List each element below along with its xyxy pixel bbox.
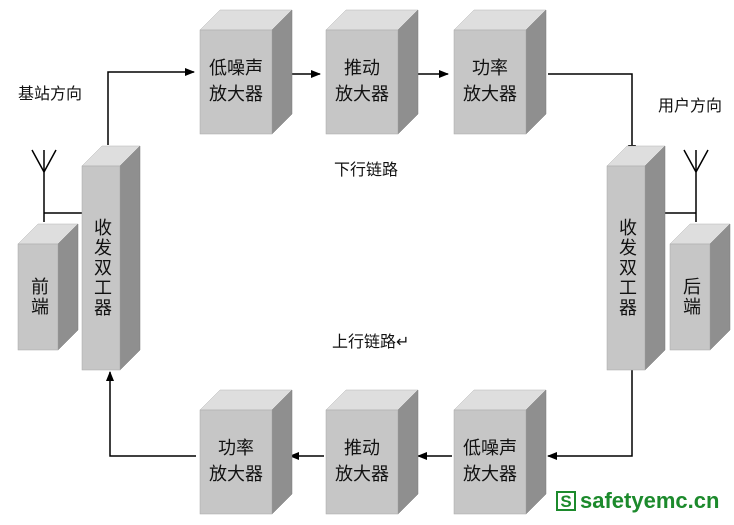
block-front-end: 前端 xyxy=(16,220,79,352)
safetyemc-watermark: S safetyemc.cn xyxy=(556,488,719,514)
block-label-line: 推动 xyxy=(344,58,380,79)
duplexer-left-label: 收发双工器 xyxy=(91,218,112,318)
block-label-line: 放大器 xyxy=(209,464,263,485)
block-duplexer-right: 收发双工器 xyxy=(605,142,666,372)
block-downlink-driver: 推动放大器 xyxy=(322,6,419,135)
block-downlink-lna: 低噪声放大器 xyxy=(196,6,293,135)
block-label-line: 低噪声 xyxy=(209,58,263,79)
wire-pa-to-duplexer-left xyxy=(106,371,196,457)
block-uplink-pa: 功率放大器 xyxy=(196,386,293,515)
block-duplexer-left: 收发双工器 xyxy=(80,142,141,372)
watermark-text: safetyemc.cn xyxy=(580,488,720,513)
block-label-line: 功率 xyxy=(218,438,254,459)
uplink-label: 上行链路↵ xyxy=(332,332,410,351)
wire-duplexer-left-to-lna xyxy=(107,68,195,145)
block-label-line: 放大器 xyxy=(463,464,517,485)
wire-pa-to-duplexer-right xyxy=(548,73,636,155)
block-uplink-driver: 推动放大器 xyxy=(322,386,419,515)
block-label-line: 放大器 xyxy=(209,84,263,105)
block-uplink-lna: 低噪声放大器 xyxy=(450,386,547,515)
block-label-line: 功率 xyxy=(472,58,508,79)
block-back-end: 后端 xyxy=(668,220,731,352)
base-station-direction-label: 基站方向 xyxy=(18,84,83,103)
antenna-right-icon xyxy=(683,149,709,222)
back-end-label: 后端 xyxy=(680,277,701,317)
block-downlink-pa: 功率放大器 xyxy=(450,6,547,135)
wire-duplexer-right-to-lna xyxy=(547,370,633,460)
block-label-line: 放大器 xyxy=(463,84,517,105)
duplexer-right-label: 收发双工器 xyxy=(616,218,637,318)
block-label-line: 放大器 xyxy=(335,84,389,105)
user-direction-label: 用户方向 xyxy=(658,96,723,115)
block-label-line: 放大器 xyxy=(335,464,389,485)
downlink-label: 下行链路 xyxy=(334,160,399,179)
watermark-logo-icon: S xyxy=(556,491,576,511)
block-label-line: 推动 xyxy=(344,438,380,459)
antenna-left-icon xyxy=(31,149,57,222)
block-label-line: 低噪声 xyxy=(463,438,517,459)
front-end-label: 前端 xyxy=(28,277,49,317)
